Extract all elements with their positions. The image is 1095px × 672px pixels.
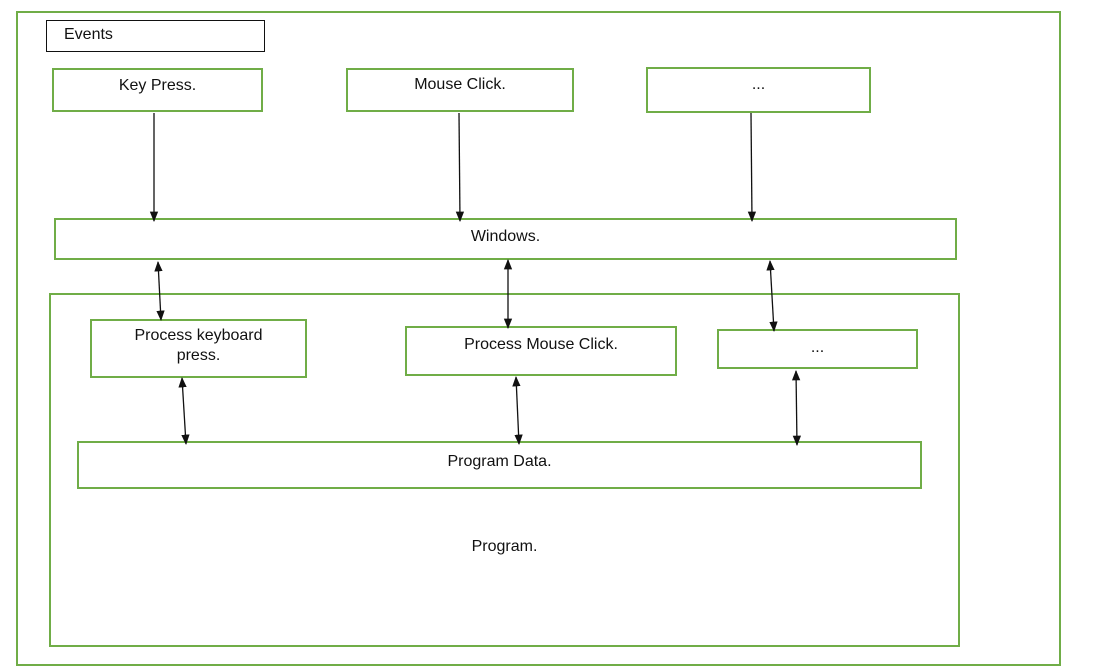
- process-other-label: ...: [810, 339, 825, 356]
- mouse-click-label: Mouse Click.: [414, 76, 506, 93]
- process-keyboard-box: Process keyboard press.: [90, 319, 307, 378]
- arrow-mouse-to-windows: [455, 112, 465, 223]
- program-data-label: Program Data.: [447, 453, 552, 470]
- program-data-box: Program Data.: [77, 441, 922, 489]
- events-title-box: Events: [46, 20, 265, 52]
- events-label: Events: [64, 26, 113, 43]
- mouse-click-box: Mouse Click.: [346, 68, 574, 112]
- other-event-box: ...: [646, 67, 871, 113]
- process-other-box: ...: [717, 329, 918, 369]
- arrow-windows-keyboard-handler: [154, 260, 165, 322]
- arrow-mouse-handler-data: [512, 375, 523, 446]
- program-label: Program.: [471, 538, 538, 555]
- key-press-box: Key Press.: [52, 68, 263, 112]
- other-event-label: ...: [751, 76, 766, 93]
- arrow-keyboard-handler-data: [178, 376, 190, 446]
- windows-label: Windows.: [470, 228, 541, 245]
- arrow-windows-other-handler: [766, 259, 778, 333]
- arrow-other-handler-data: [791, 369, 802, 447]
- key-press-label: Key Press.: [118, 77, 197, 94]
- process-keyboard-label: Process keyboard press.: [134, 327, 263, 364]
- process-mouse-label: Process Mouse Click.: [464, 336, 618, 353]
- process-mouse-box: Process Mouse Click.: [405, 326, 677, 376]
- arrow-other-to-windows: [747, 112, 757, 223]
